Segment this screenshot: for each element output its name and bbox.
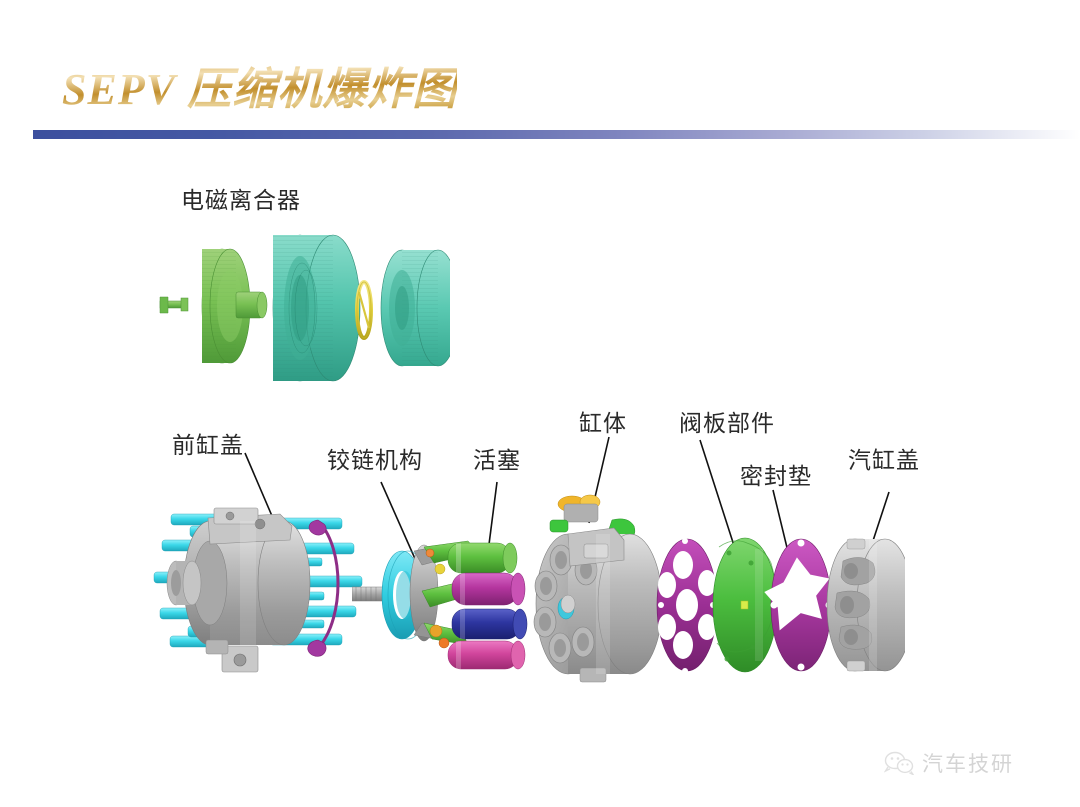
label-gasket: 密封垫 bbox=[740, 464, 812, 489]
rear-cylinder-cover bbox=[826, 538, 905, 672]
wechat-icon bbox=[884, 751, 914, 775]
clutch-shaft-bolt bbox=[159, 296, 189, 314]
title-block: SEPV 压缩机爆炸图 bbox=[0, 0, 1080, 140]
watermark-text: 汽车技研 bbox=[922, 753, 1014, 776]
clutch-pulley bbox=[272, 234, 361, 382]
valve-plate bbox=[712, 537, 778, 673]
piston-blue bbox=[451, 608, 528, 640]
front-cylinder-head-figure bbox=[153, 507, 363, 673]
block-relief-valve bbox=[557, 494, 601, 523]
watermark: 汽车技研 bbox=[884, 748, 1014, 778]
piston-magenta bbox=[451, 572, 526, 606]
label-cylinder-cover: 汽缸盖 bbox=[848, 448, 920, 473]
electromagnetic-clutch-figure bbox=[159, 234, 450, 382]
suction-reed-gasket bbox=[656, 538, 718, 674]
label-piston: 活塞 bbox=[473, 448, 521, 473]
front-head-body bbox=[166, 507, 311, 673]
label-electromagnetic-clutch: 电磁离合器 bbox=[181, 188, 301, 213]
front-head-o-ring bbox=[307, 519, 340, 657]
valve-plate-assembly-figure bbox=[656, 537, 905, 674]
clutch-snap-ring bbox=[355, 280, 373, 340]
clutch-coil-housing bbox=[380, 249, 450, 367]
label-front-cylinder-head: 前缸盖 bbox=[172, 433, 244, 458]
label-valve-plate: 阀板部件 bbox=[679, 411, 775, 436]
piston-pink bbox=[447, 640, 526, 670]
cylinder-block-body bbox=[533, 527, 663, 683]
title-divider bbox=[33, 130, 1080, 139]
label-hinge-mechanism: 铰链机构 bbox=[327, 448, 423, 473]
hinge-and-piston-figure bbox=[352, 540, 528, 670]
clutch-armature-plate bbox=[201, 248, 268, 364]
piston-green bbox=[447, 542, 518, 574]
cylinder-block-figure bbox=[533, 494, 663, 683]
label-cylinder-block: 缸体 bbox=[579, 411, 627, 436]
page-title: SEPV 压缩机爆炸图 bbox=[62, 65, 458, 114]
discharge-gasket bbox=[764, 538, 833, 672]
